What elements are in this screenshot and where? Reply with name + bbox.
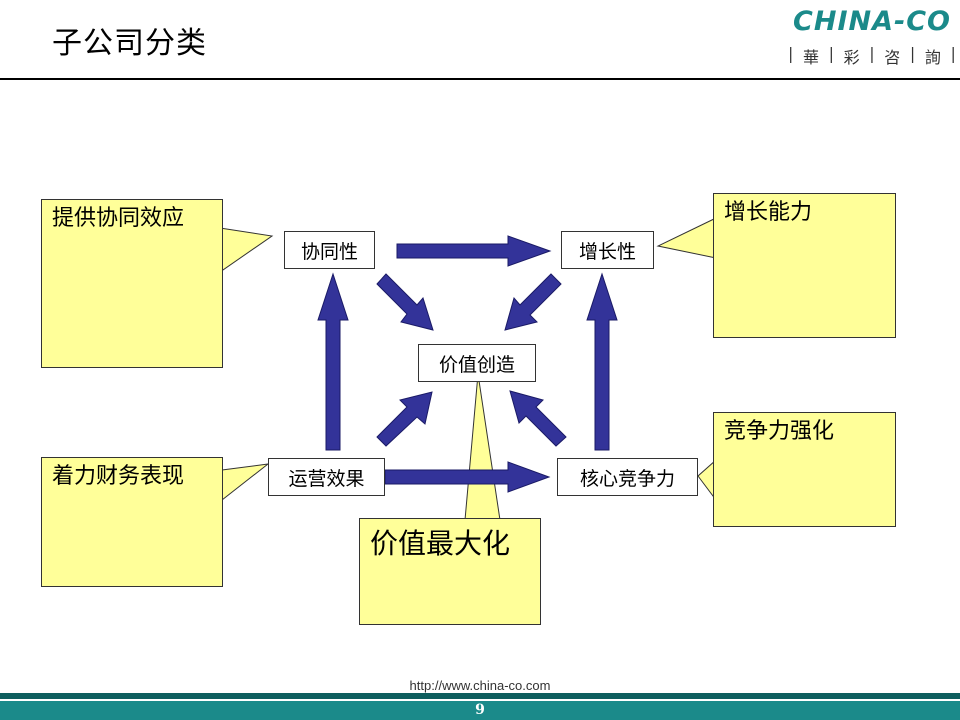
callout-financial-focus: 着力财务表现 <box>41 457 223 587</box>
node-synergy: 协同性 <box>284 231 375 269</box>
footer-url: http://www.china-co.com <box>409 678 551 693</box>
node-core-competitiveness: 核心竞争力 <box>557 458 698 496</box>
node-value-creation: 价值创造 <box>418 344 536 382</box>
logo-wordmark: CHINA-CO <box>793 6 951 37</box>
logo-separator: | <box>828 44 835 63</box>
callout-value-maximization: 价值最大化 <box>359 518 541 625</box>
callout-text: 着力财务表现 <box>52 464 185 489</box>
node-label: 增长性 <box>578 240 636 263</box>
footer-band <box>0 701 960 720</box>
footer-band-dark <box>0 693 960 699</box>
logo-separator: | <box>788 44 794 63</box>
arrow-synergy-to-growth <box>396 235 552 267</box>
page-number: 9 <box>475 702 485 718</box>
arrow-operating-to-value <box>376 391 433 447</box>
logo-char: 咨 <box>884 48 901 67</box>
callout-growth-capability: 增长能力 <box>713 193 896 338</box>
node-operating-results: 运营效果 <box>268 458 385 496</box>
logo-char: 華 <box>803 48 820 67</box>
callout-text: 竞争力强化 <box>724 419 835 444</box>
node-label: 价值创造 <box>438 353 515 376</box>
arrow-operating-to-core <box>384 461 551 493</box>
logo-separator: | <box>950 44 956 63</box>
callout-competitiveness: 竞争力强化 <box>713 412 896 527</box>
arrow-synergy-to-value <box>376 273 434 331</box>
node-label: 协同性 <box>300 240 358 263</box>
callout-text: 提供协同效应 <box>52 206 185 231</box>
logo-char: 詢 <box>924 48 941 67</box>
company-logo: CHINA-CO | 華 | 彩 | 咨 | 詢 | <box>788 6 956 68</box>
arrow-core-to-growth <box>586 272 618 451</box>
node-label: 核心竞争力 <box>579 467 675 490</box>
callout-provide-synergy: 提供协同效应 <box>41 199 223 368</box>
logo-char: 彩 <box>843 48 860 67</box>
node-label: 运营效果 <box>288 467 365 490</box>
callout-text: 增长能力 <box>724 200 813 225</box>
logo-characters: | 華 | 彩 | 咨 | 詢 | <box>788 44 956 68</box>
arrow-core-to-value <box>509 390 567 447</box>
page-title: 子公司分类 <box>52 26 207 61</box>
node-growth: 增长性 <box>561 231 654 269</box>
arrow-growth-to-value <box>504 273 562 331</box>
arrow-operating-to-synergy <box>317 272 349 451</box>
logo-separator: | <box>869 44 875 63</box>
header-divider <box>0 78 960 80</box>
callout-text: 价值最大化 <box>370 527 511 560</box>
logo-separator: | <box>909 44 916 63</box>
